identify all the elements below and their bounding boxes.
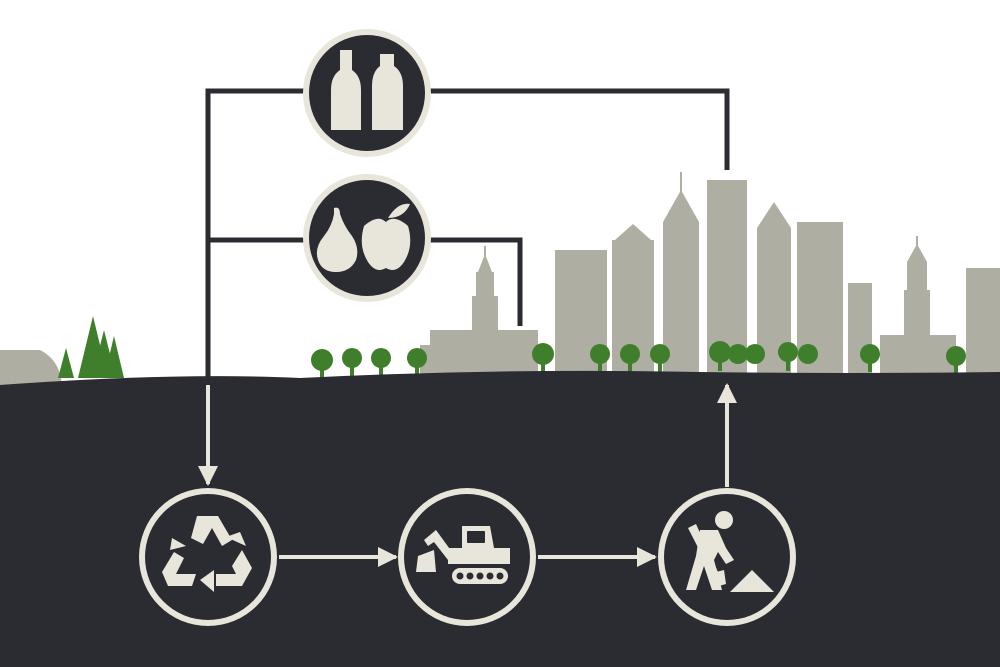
pine-tree — [58, 348, 74, 378]
bottles-source — [303, 29, 431, 157]
skyline-building — [966, 268, 1000, 375]
recycle-icon — [162, 516, 252, 592]
bottles-icon — [331, 50, 403, 130]
fruit-to-hall-connector — [428, 237, 523, 326]
recycle-step — [139, 488, 277, 626]
skyline-building — [615, 224, 651, 240]
fruit-source — [303, 174, 431, 302]
excavator-step — [398, 488, 536, 626]
rock-outcrop — [0, 350, 62, 385]
worker-shoveling-icon — [686, 511, 774, 592]
city-hall-tower — [880, 236, 956, 375]
connector-lines — [205, 88, 730, 385]
worker-step — [658, 488, 796, 626]
tree-trunks — [320, 361, 958, 378]
bottles-to-skyline-connector — [428, 88, 730, 170]
pine-tree — [104, 336, 124, 378]
tree-line — [58, 316, 124, 378]
liberty-place-tower-1 — [663, 172, 699, 375]
flow-arrows — [198, 383, 737, 567]
bottles-connector — [205, 88, 305, 385]
pear-apple-icon — [316, 203, 411, 272]
round-trees — [311, 341, 966, 371]
skyline-building — [707, 180, 747, 375]
